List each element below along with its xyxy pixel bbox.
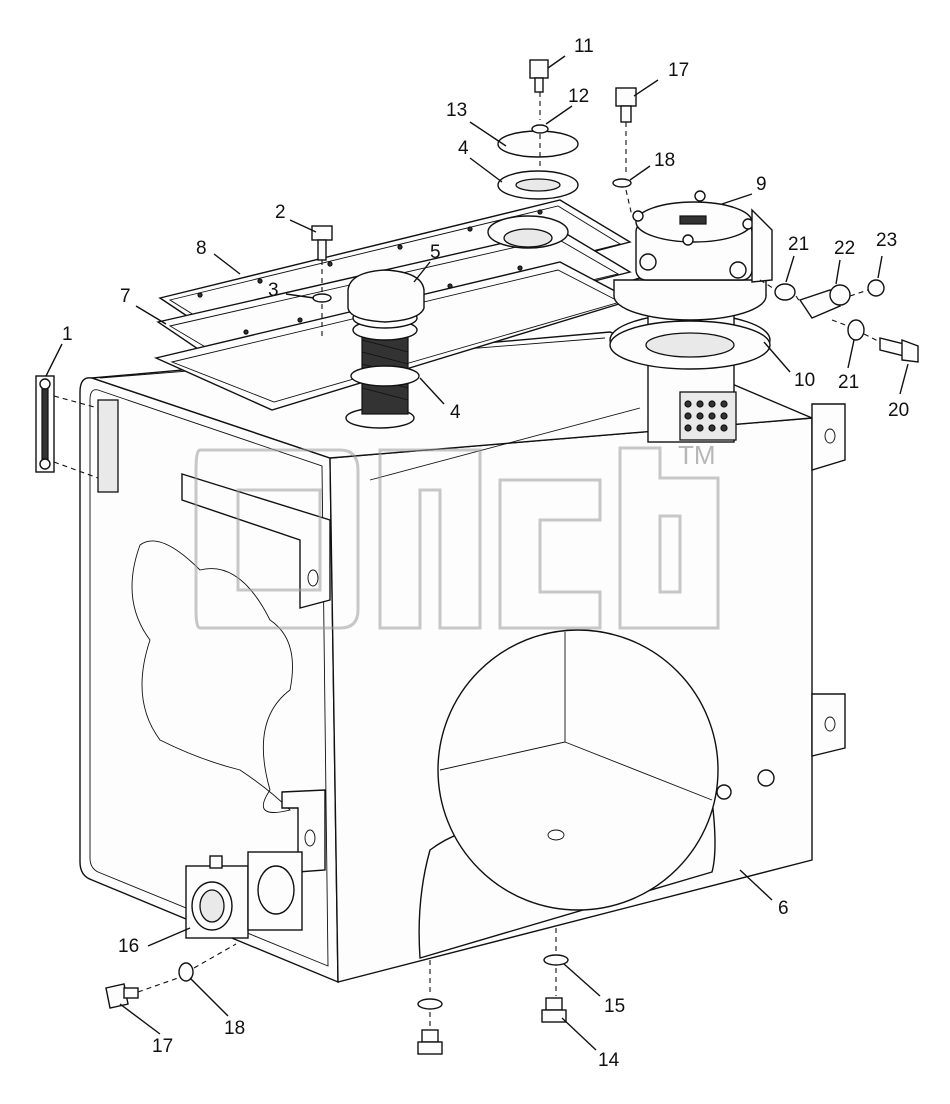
callout-8: 8: [196, 238, 207, 259]
level-gauge: [35, 375, 119, 493]
filler-boss: [487, 215, 569, 249]
washer-18-bottom: [178, 962, 194, 982]
callout-21-upper: 21: [788, 234, 809, 255]
callout-2: 2: [275, 202, 286, 223]
filler-gasket-4: [497, 170, 579, 200]
callout-21-lower: 21: [838, 372, 859, 393]
callout-7: 7: [120, 286, 131, 307]
washer-12: [531, 124, 549, 134]
callout-16: 16: [118, 936, 139, 957]
callout-18-top: 18: [654, 150, 675, 171]
drain-plug-14: [541, 997, 567, 1023]
watermark-logo: TM: [194, 440, 720, 630]
washer-18-top: [612, 178, 632, 188]
callout-22: 22: [834, 238, 855, 259]
callout-1: 1: [62, 324, 73, 345]
drain-plug-left: [417, 1029, 443, 1055]
callout-17-bottom: 17: [152, 1036, 173, 1057]
callout-5: 5: [430, 242, 441, 263]
callout-3: 3: [268, 280, 279, 301]
callout-15: 15: [604, 996, 625, 1017]
filler-cover-13: [497, 130, 579, 158]
washer-3: [312, 293, 332, 303]
bolt-11: [529, 59, 549, 93]
callout-17-top: 17: [668, 60, 689, 81]
callout-14: 14: [598, 1050, 620, 1071]
callout-4-upper: 4: [458, 138, 469, 159]
callout-9: 9: [756, 174, 767, 195]
oring-15: [543, 954, 569, 966]
callouts: 1 2 3 4 4 5 6 7 8 9 10 11 12 13 14 15 16…: [62, 36, 909, 1071]
callout-18-bottom: 18: [224, 1018, 245, 1039]
callout-4-lower: 4: [450, 402, 461, 423]
callout-13: 13: [446, 100, 467, 121]
fitting-22: [798, 284, 851, 319]
tank-body: [79, 331, 846, 984]
callout-20: 20: [888, 400, 909, 421]
bolt-17-top: [615, 87, 637, 123]
leader-lines: [45, 55, 909, 1051]
breather-filter: [345, 269, 425, 429]
filter-flange-10: [609, 320, 771, 370]
bolt-20: [879, 337, 919, 363]
callout-12: 12: [568, 86, 589, 107]
callout-11: 11: [574, 36, 594, 57]
assembly-lines: [53, 92, 881, 1028]
bolt-17-bottom: [105, 983, 139, 1009]
watermark-trademark: TM: [678, 440, 716, 470]
outlet-flange: [185, 851, 303, 939]
callout-23: 23: [876, 230, 897, 251]
washer-21a: [774, 283, 796, 301]
oring-drain-left: [417, 998, 443, 1010]
washer-23: [867, 279, 885, 297]
callout-6: 6: [778, 898, 789, 919]
callout-10: 10: [794, 370, 815, 391]
washer-21b: [847, 319, 865, 341]
